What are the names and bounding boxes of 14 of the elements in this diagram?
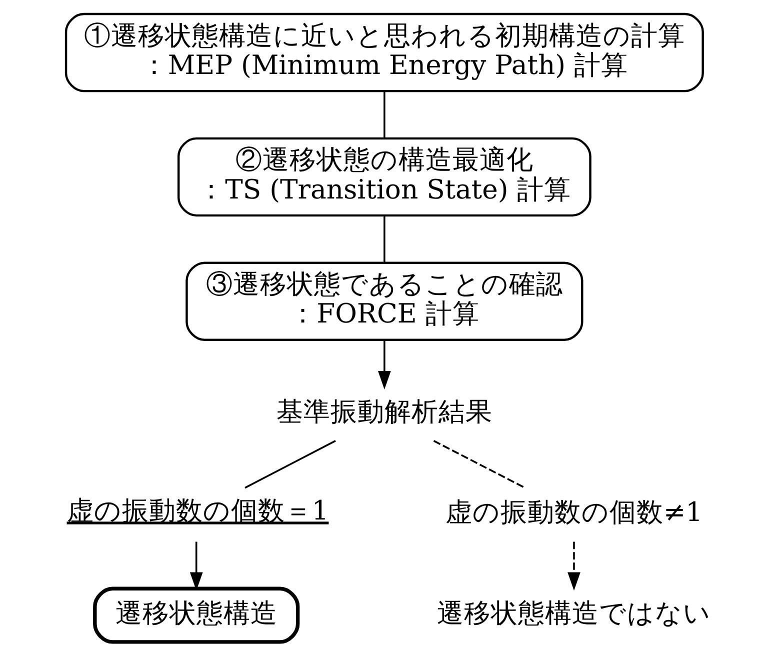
node-box: 遷移状態構造 — [92, 586, 300, 644]
node-text: 遷移状態構造ではない — [436, 598, 710, 629]
node-box: ③遷移状態であることの確認 ：FORCE 計算 — [185, 262, 583, 341]
connector — [383, 91, 385, 138]
connector — [383, 216, 385, 263]
node-text: 虚の振動数の個数≠1 — [444, 497, 702, 528]
connector — [432, 440, 525, 489]
connector — [244, 440, 336, 489]
node-box: ②遷移状態の構造最適化 ：TS (Transition State) 計算 — [176, 137, 591, 217]
node-text: 基準振動解析結果 — [276, 396, 492, 428]
node-box: ①遷移状態構造に近いと思われる初期構造の計算 ：MEP (Minimum Energy Path) 計算 — [64, 12, 704, 92]
arrow — [567, 542, 580, 591]
node-text: 虚の振動数の個数＝1 — [66, 496, 328, 527]
arrow — [378, 340, 390, 390]
